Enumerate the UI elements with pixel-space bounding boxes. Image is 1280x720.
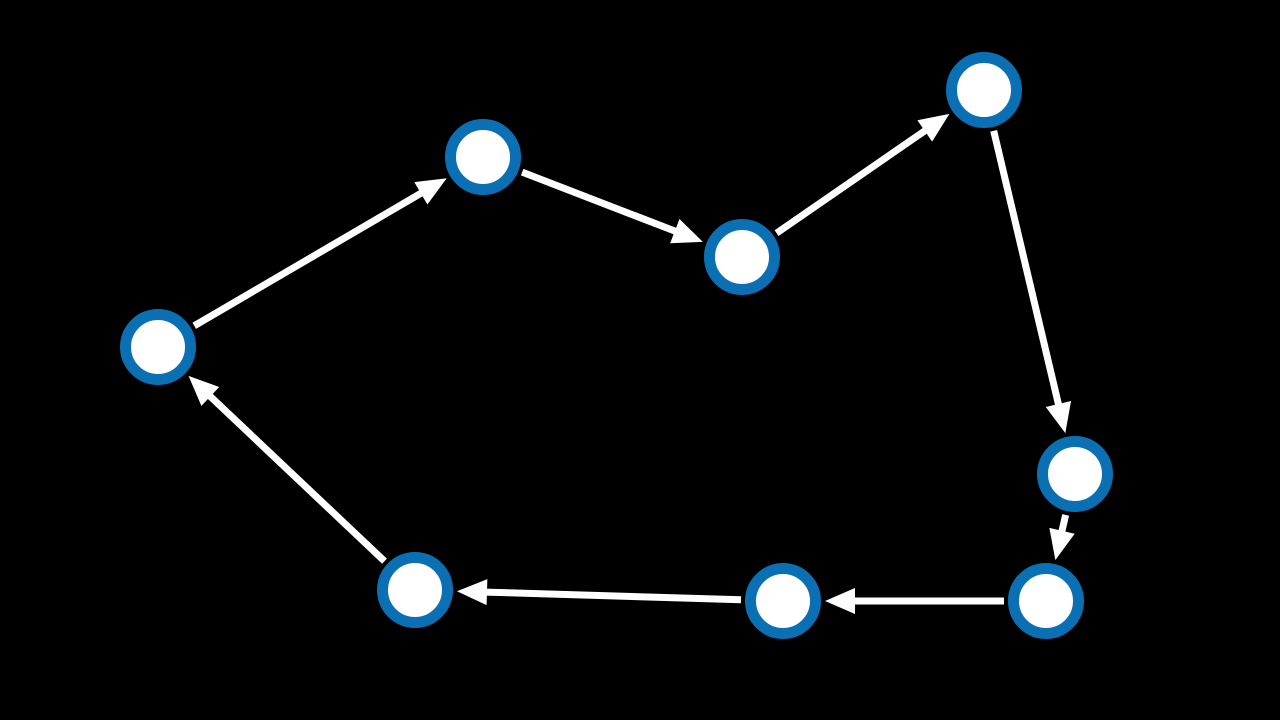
edge-arrowhead-icon (1049, 527, 1075, 561)
edge-line (990, 130, 1063, 407)
edge-arrowhead-icon (1045, 400, 1072, 434)
graph-node[interactable] (1037, 436, 1113, 512)
graph-node[interactable] (1008, 563, 1084, 639)
graph-edge (990, 130, 1072, 434)
edge-line (774, 126, 929, 237)
edge-arrowhead-icon (670, 218, 703, 244)
edge-layer (188, 113, 1075, 614)
graph-edge (188, 375, 387, 564)
graph-edge (774, 113, 950, 237)
node-circle[interactable] (377, 552, 453, 628)
edge-line (1058, 514, 1070, 534)
node-layer (120, 52, 1113, 639)
node-circle[interactable] (120, 309, 196, 385)
graph-node[interactable] (704, 219, 780, 295)
graph-edge (192, 178, 447, 329)
graph-node[interactable] (946, 52, 1022, 128)
graph-node[interactable] (120, 309, 196, 385)
graph-node[interactable] (445, 119, 521, 195)
edge-arrowhead-icon (414, 178, 447, 205)
edge-arrowhead-icon (917, 113, 950, 142)
graph-edge (1049, 514, 1075, 561)
node-circle[interactable] (445, 119, 521, 195)
graph-node[interactable] (745, 563, 821, 639)
edge-line (192, 189, 425, 329)
edge-line (206, 392, 387, 564)
node-circle[interactable] (1008, 563, 1084, 639)
edge-arrowhead-icon (188, 375, 220, 406)
edge-arrowhead-icon (456, 579, 488, 606)
edge-line (520, 168, 678, 236)
edge-line (484, 588, 742, 604)
node-circle[interactable] (1037, 436, 1113, 512)
node-circle[interactable] (704, 219, 780, 295)
edge-arrowhead-icon (825, 588, 855, 614)
graph-edge (520, 168, 703, 244)
node-circle[interactable] (946, 52, 1022, 128)
node-circle[interactable] (745, 563, 821, 639)
graph-edge (825, 588, 1004, 614)
graph-edge (456, 579, 742, 606)
graph-node[interactable] (377, 552, 453, 628)
